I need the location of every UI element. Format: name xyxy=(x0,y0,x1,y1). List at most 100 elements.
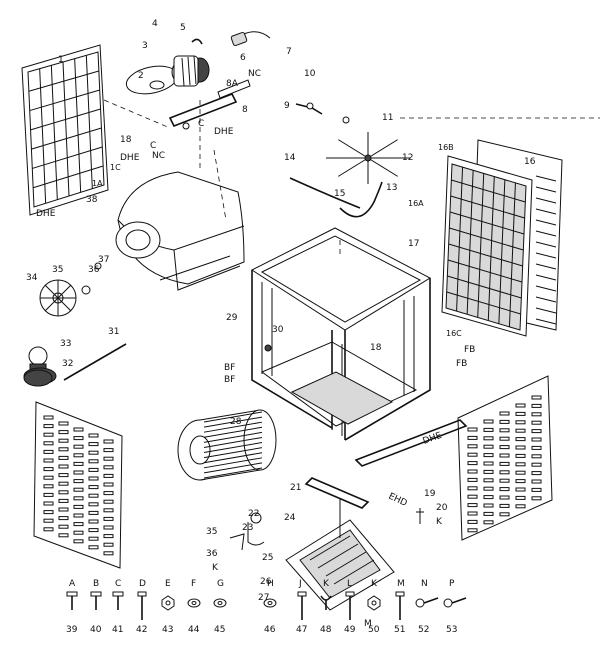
hardware-number: 44 xyxy=(188,625,200,635)
label-16a: 16A xyxy=(408,199,424,208)
hardware-letter: H xyxy=(267,579,274,589)
hardware-letter: E xyxy=(165,579,171,589)
hardware-letter: F xyxy=(191,579,196,589)
cabinet-frame xyxy=(250,227,432,441)
label-m-tray: M xyxy=(364,619,372,629)
hardware-number: 39 xyxy=(66,625,78,635)
hardware-number: 45 xyxy=(214,625,225,635)
clip xyxy=(320,595,332,610)
pulley-motor xyxy=(23,262,127,387)
bolt-head xyxy=(297,591,307,597)
pin-shank xyxy=(423,597,439,604)
label-4: 4 xyxy=(152,19,158,29)
part-labels: 1 1A 1C 18 2 3 4 5 6 7 8A 8 NC 9 10 11 1… xyxy=(26,19,536,629)
hardware-letter: G xyxy=(217,579,224,589)
label-16: 16 xyxy=(524,157,536,167)
hardware-number: 43 xyxy=(162,625,173,635)
label-30: 30 xyxy=(272,325,284,335)
hardware-letter: P xyxy=(449,579,455,589)
label-35-lower: 35 xyxy=(206,527,217,537)
hardware-number: 41 xyxy=(112,625,123,635)
label-3: 3 xyxy=(142,41,148,51)
label-fb-2: FB xyxy=(456,359,467,369)
hardware-number: 40 xyxy=(90,625,102,635)
label-fb-1: FB xyxy=(464,345,475,355)
hardware-number: 49 xyxy=(344,625,356,635)
label-24: 24 xyxy=(284,513,296,523)
label-25: 25 xyxy=(262,553,273,563)
hardware-letter: D xyxy=(139,579,146,589)
bolt-head xyxy=(395,591,405,597)
label-8: 8 xyxy=(242,105,248,115)
pin-shank xyxy=(451,597,467,604)
label-k-lower: K xyxy=(212,563,219,573)
hardware-number: 51 xyxy=(394,625,405,635)
label-13: 13 xyxy=(386,183,397,193)
hardware-letter: C xyxy=(115,579,121,589)
label-dhe-2: DHE xyxy=(36,209,56,219)
bolt-head xyxy=(90,591,102,597)
label-6: 6 xyxy=(240,53,246,63)
label-34: 34 xyxy=(26,273,38,283)
label-36: 36 xyxy=(88,265,100,275)
label-1: 1 xyxy=(58,55,64,65)
label-20: 20 xyxy=(436,503,448,513)
label-dhe-4: DHE xyxy=(214,127,234,137)
label-12: 12 xyxy=(402,153,413,163)
label-2: 2 xyxy=(138,71,144,81)
side-pad-frame xyxy=(400,117,600,337)
label-16b: 16B xyxy=(438,143,454,152)
label-29: 29 xyxy=(226,313,238,323)
hardware-letter: K xyxy=(323,579,330,589)
hardware-letter: N xyxy=(421,579,428,589)
label-28: 28 xyxy=(230,417,242,427)
label-1c: 1C xyxy=(110,163,121,172)
hardware-letter: A xyxy=(69,579,76,589)
label-c-2: C xyxy=(198,119,204,129)
washer xyxy=(187,598,201,608)
blower-housing xyxy=(115,149,245,291)
label-5: 5 xyxy=(180,23,186,33)
rear-grille-panel xyxy=(21,44,171,216)
hardware-letter: M xyxy=(397,579,405,589)
label-nc-top: NC xyxy=(248,69,261,79)
bolt-head xyxy=(66,591,78,597)
label-16c: 16C xyxy=(446,329,462,338)
hardware-letter: L xyxy=(347,579,352,589)
label-nc-left: NC xyxy=(152,151,165,161)
label-17: 17 xyxy=(408,239,419,249)
motor-assembly xyxy=(125,31,271,170)
label-7: 7 xyxy=(286,47,292,57)
hardware-number: 42 xyxy=(136,625,147,635)
hardware-number: 46 xyxy=(264,625,276,635)
label-31: 31 xyxy=(108,327,119,337)
label-9: 9 xyxy=(284,101,290,111)
bolt-head xyxy=(345,591,355,597)
label-10: 10 xyxy=(304,69,316,79)
water-tray xyxy=(229,477,424,611)
label-33: 33 xyxy=(60,339,71,349)
water-distributor xyxy=(289,102,410,218)
hardware-number: 48 xyxy=(320,625,332,635)
right-louver-panel xyxy=(354,375,553,541)
blower-wheel xyxy=(177,409,277,481)
label-27: 27 xyxy=(258,593,269,603)
label-14: 14 xyxy=(284,153,296,163)
label-ehd: EHD xyxy=(387,492,409,509)
washer xyxy=(213,598,227,608)
hardware-letter: B xyxy=(93,579,99,589)
hardware-number: 47 xyxy=(296,625,307,635)
label-8a: 8A xyxy=(226,79,239,89)
hardware-number: 52 xyxy=(418,625,429,635)
hardware-row: A39B40C41D42E43F44G45H46J47K48L49K50M51N… xyxy=(66,579,467,635)
label-bf-2: BF xyxy=(224,375,235,385)
hardware-number: 50 xyxy=(368,625,380,635)
pin-head xyxy=(415,598,425,608)
hardware-letter: K xyxy=(371,579,378,589)
label-18-frame: 18 xyxy=(370,343,382,353)
label-18-left: 18 xyxy=(120,135,132,145)
nut xyxy=(161,595,175,611)
label-dhe-1: DHE xyxy=(120,153,140,163)
label-38: 38 xyxy=(86,195,98,205)
label-k: K xyxy=(436,517,443,527)
